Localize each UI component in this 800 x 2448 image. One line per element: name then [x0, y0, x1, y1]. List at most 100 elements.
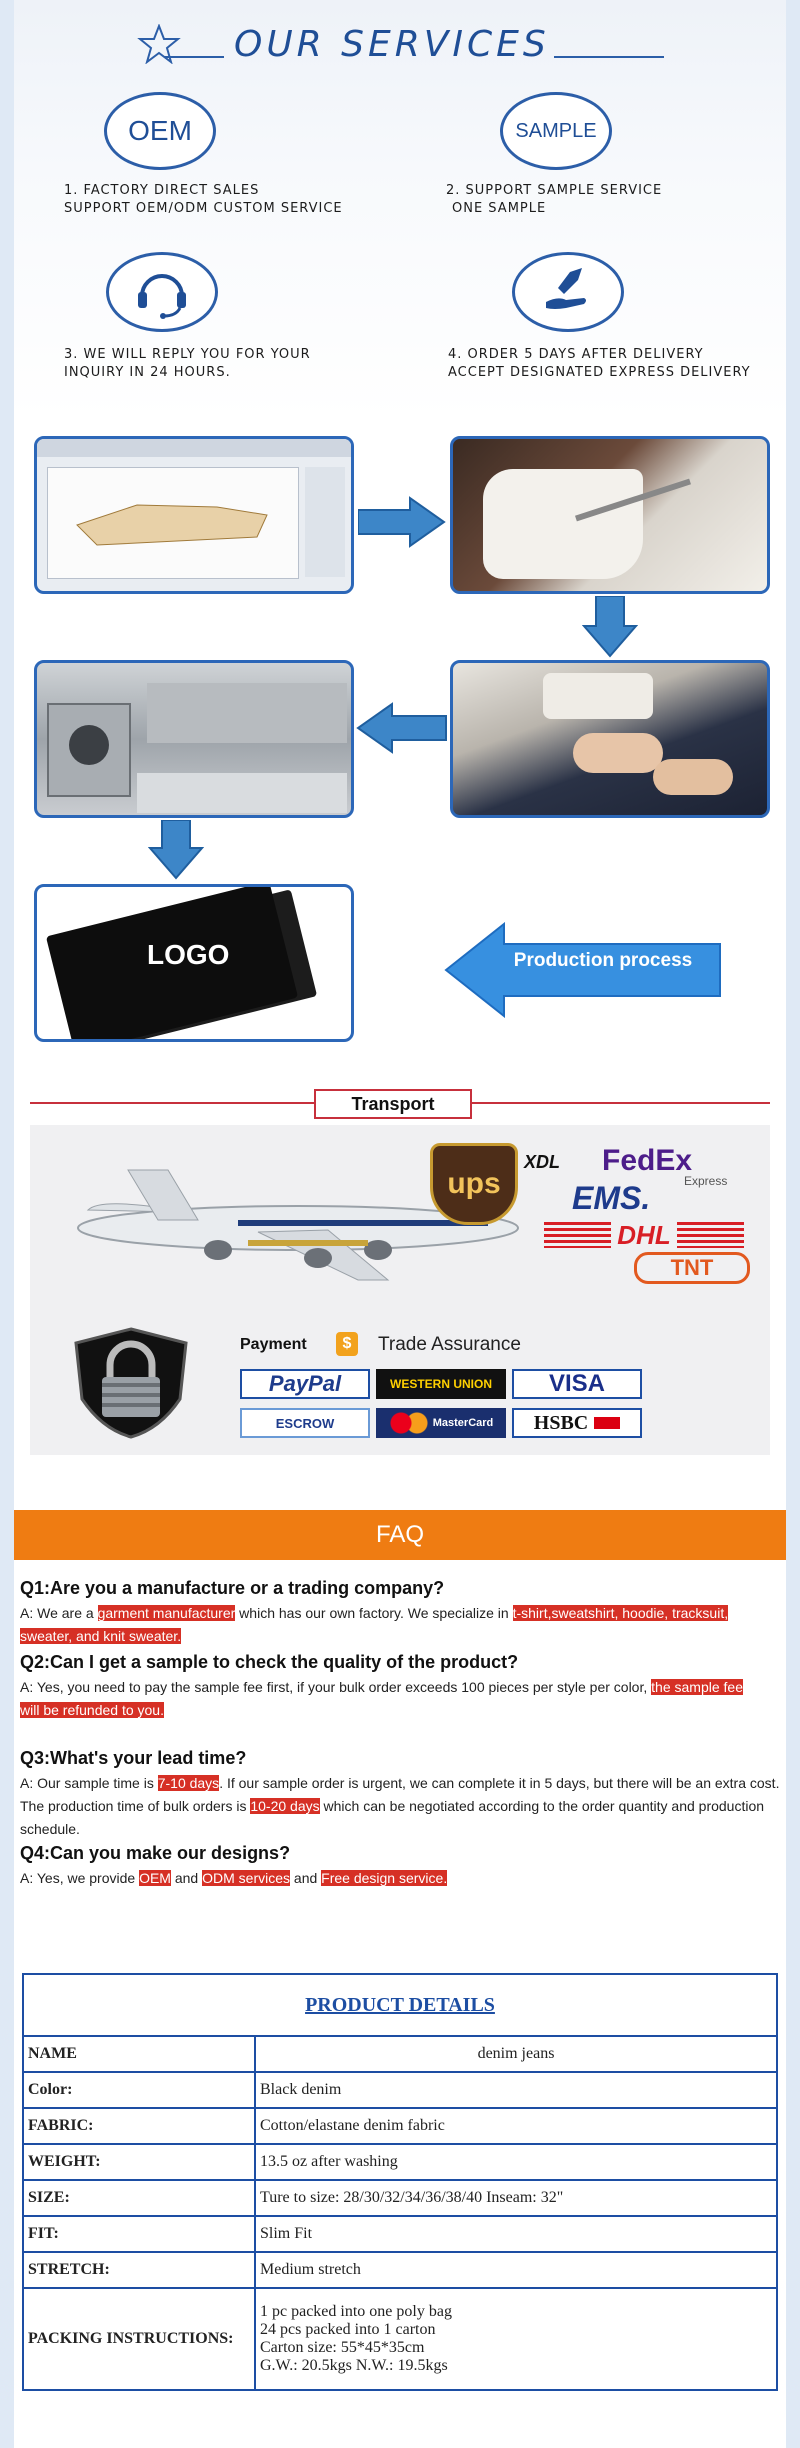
- carrier-ems-logo: EMS.: [572, 1180, 651, 1216]
- arrow-right-icon: [358, 496, 446, 548]
- product-details-row: SIZE:Ture to size: 28/30/32/34/36/38/40 …: [22, 2179, 778, 2217]
- escrow-badge: ESCROW: [240, 1408, 370, 1438]
- services-title-underline-left: [164, 56, 224, 58]
- faq-highlight: garment manufacturer: [97, 1605, 236, 1621]
- oem-badge-label: OEM: [128, 115, 192, 146]
- mastercard-badge: MasterCard: [376, 1408, 506, 1438]
- product-detail-key: NAME: [22, 2035, 256, 2073]
- service-item-3-line2: INQUIRY IN 24 HOURS.: [64, 365, 231, 380]
- carrier-tnt-logo: TNT: [634, 1252, 750, 1284]
- cutting-photo: [450, 436, 770, 594]
- production-process-arrow: [444, 922, 721, 1018]
- product-details-row: FABRIC:Cotton/elastane denim fabric: [22, 2107, 778, 2145]
- sample-badge-label: SAMPLE: [515, 119, 597, 142]
- product-detail-key: FIT:: [22, 2215, 256, 2253]
- hsbc-badge: HSBC: [512, 1408, 642, 1438]
- product-details-row: STRETCH:Medium stretch: [22, 2251, 778, 2289]
- product-detail-key: PACKING INSTRUCTIONS:: [22, 2287, 256, 2391]
- product-detail-value: denim jeans: [254, 2035, 778, 2073]
- carrier-fedex-express: Express: [684, 1174, 728, 1188]
- service-item-2-line1: 2. SUPPORT SAMPLE SERVICE: [446, 183, 663, 198]
- carrier-ups-logo: ups: [430, 1143, 518, 1225]
- paypal-badge: PayPal: [240, 1369, 370, 1399]
- faq-answer-4: A: Yes, we provide OEM and ODM services …: [20, 1867, 780, 1890]
- product-details-row-packing: PACKING INSTRUCTIONS:1 pc packed into on…: [22, 2287, 778, 2391]
- airplane-icon: [77, 1169, 519, 1281]
- arrow-left-icon: [356, 702, 447, 754]
- carrier-fedex-logo: FedEx: [602, 1144, 693, 1177]
- visa-badge: VISA: [512, 1369, 642, 1399]
- faq-text: which can be negotiated according to the…: [20, 1798, 765, 1837]
- sewing-photo: [450, 660, 770, 818]
- faq-question-1: Q1:Are you a manufacture or a trading co…: [20, 1578, 445, 1598]
- headset-icon: [138, 274, 186, 319]
- faq-question-3: Q3:What's your lead time?: [20, 1748, 247, 1768]
- product-detail-value: Medium stretch: [254, 2251, 778, 2289]
- services-section: [14, 0, 786, 420]
- product-detail-value: Cotton/elastane denim fabric: [254, 2107, 778, 2145]
- product-details-row: Color:Black denim: [22, 2071, 778, 2109]
- mastercard-label: MasterCard: [432, 1417, 494, 1429]
- arrow-down-icon-2: [148, 820, 204, 880]
- product-detail-key: WEIGHT:: [22, 2143, 256, 2181]
- headset-badge: [106, 252, 218, 332]
- lock-shield-icon: [74, 1327, 188, 1439]
- faq-header: FAQ: [14, 1510, 786, 1560]
- logo-label: LOGO: [147, 939, 230, 970]
- tnt-label: TNT: [670, 1255, 714, 1280]
- product-detail-value: Black denim: [254, 2071, 778, 2109]
- visa-label: VISA: [548, 1370, 605, 1397]
- faq-text: A: Yes, you need to pay the sample fee f…: [20, 1679, 652, 1695]
- product-detail-value: Ture to size: 28/30/32/34/36/38/40 Insea…: [254, 2179, 778, 2217]
- faq-highlight: 10-20 days: [250, 1798, 320, 1814]
- product-detail-key: FABRIC:: [22, 2107, 256, 2145]
- faq-text: A: Yes, we provide: [20, 1870, 140, 1886]
- escrow-label: ESCROW: [275, 1415, 335, 1431]
- service-item-4-line1: 4. ORDER 5 DAYS AFTER DELIVERY: [448, 347, 704, 362]
- mastercard-circles-icon: [388, 1412, 429, 1434]
- trade-assurance-coin-icon: $: [336, 1332, 358, 1356]
- faq-answer-2: A: Yes, you need to pay the sample fee f…: [20, 1676, 750, 1722]
- payment-label: Payment: [240, 1336, 307, 1353]
- product-details-row: FIT:Slim Fit: [22, 2215, 778, 2253]
- arrow-down-icon: [582, 596, 638, 658]
- faq-text: A: Our sample time is: [20, 1775, 158, 1791]
- packing-line: G.W.: 20.5kgs N.W.: 19.5kgs: [260, 2357, 448, 2374]
- product-details-title: PRODUCT DETAILS: [22, 1973, 778, 2037]
- transport-divider-left: [30, 1102, 314, 1104]
- faq-highlight: ODM services: [202, 1870, 291, 1886]
- product-detail-value: Slim Fit: [254, 2215, 778, 2253]
- faq-highlight: 7-10 days: [157, 1775, 220, 1791]
- faq-answer-1: A: We are a garment manufacturer which h…: [20, 1602, 780, 1648]
- product-detail-key: SIZE:: [22, 2179, 256, 2217]
- service-item-3: 3. WE WILL REPLY YOU FOR YOUR INQUIRY IN…: [64, 346, 311, 382]
- star-icon: [137, 24, 181, 64]
- product-details-row: WEIGHT:13.5 oz after washing: [22, 2143, 778, 2181]
- sample-badge: SAMPLE: [500, 92, 612, 170]
- trade-assurance-label: Trade Assurance: [378, 1334, 521, 1355]
- service-item-1: 1. FACTORY DIRECT SALES SUPPORT OEM/ODM …: [64, 182, 343, 218]
- production-process-label: Production process: [513, 950, 693, 971]
- hsbc-hexagon-icon: [594, 1417, 621, 1429]
- product-page: OUR SERVICES OEM SAMPLE 1. FACTORY DIREC…: [14, 0, 786, 2448]
- faq-question-2: Q2:Can I get a sample to check the quali…: [20, 1652, 519, 1672]
- transport-divider-right: [472, 1102, 770, 1104]
- faq-text: and: [290, 1870, 322, 1886]
- faq-highlight: OEM: [139, 1870, 171, 1886]
- western-union-label: WESTERN UNION: [390, 1377, 492, 1391]
- cad-pattern-photo: [34, 436, 354, 594]
- packaging-logo-photo: LOGO: [34, 884, 354, 1042]
- faq-text: A: We are a: [20, 1605, 98, 1621]
- western-union-badge: WESTERN UNION: [376, 1369, 506, 1399]
- faq-answer-3: A: Our sample time is 7-10 days. If our …: [20, 1772, 780, 1841]
- faq-highlight: Free design service.: [321, 1870, 448, 1886]
- packing-line: 1 pc packed into one poly bag: [260, 2303, 452, 2320]
- service-item-2: 2. SUPPORT SAMPLE SERVICE ONE SAMPLE: [446, 182, 662, 218]
- faq-text: which has our own factory. We specialize…: [235, 1605, 513, 1621]
- faq-text: and: [170, 1870, 203, 1886]
- washing-factory-photo: [34, 660, 354, 818]
- rocket-hand-icon: [546, 268, 586, 309]
- service-item-2-line2: ONE SAMPLE: [452, 201, 547, 216]
